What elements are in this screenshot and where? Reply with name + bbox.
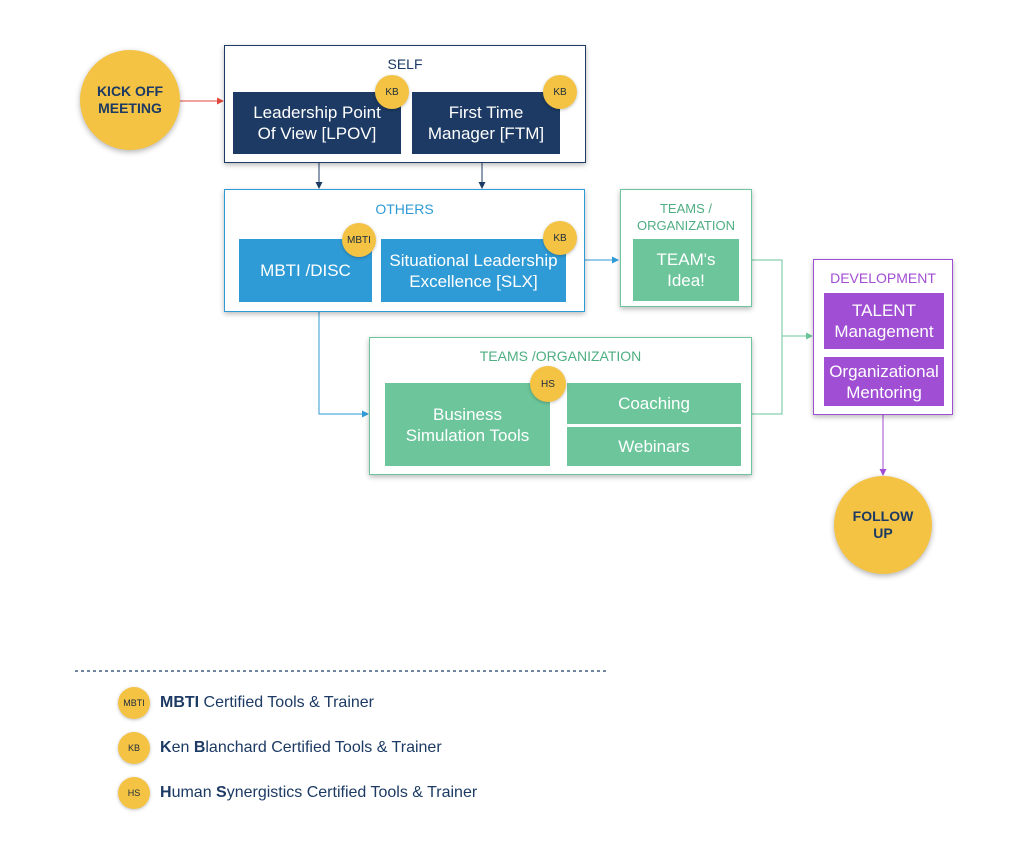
development-title: DEVELOPMENT bbox=[830, 270, 936, 286]
teams-idea-panel: TEAMS / ORGANIZATION TEAM's Idea! bbox=[620, 189, 752, 307]
legend-mbti-badge: MBTI bbox=[118, 687, 150, 719]
business-simulation-box: Business Simulation Tools bbox=[385, 383, 550, 466]
legend-hs-badge: HS bbox=[118, 777, 150, 809]
talent-management-box: TALENT Management bbox=[824, 293, 944, 349]
line-team-idea-to-dev bbox=[752, 259, 783, 336]
hs-badge: HS bbox=[530, 366, 566, 402]
kickoff-meeting-circle: KICK OFF MEETING bbox=[80, 50, 180, 150]
mbti-disc-box: MBTI /DISC bbox=[239, 239, 372, 302]
organizational-mentoring-box: Organizational Mentoring bbox=[824, 357, 944, 406]
legend-kb-text: Ken Blanchard Certified Tools & Trainer bbox=[160, 739, 442, 756]
legend-row-hs: HS Human Synergistics Certified Tools & … bbox=[118, 776, 477, 810]
legend-mbti-text: MBTI Certified Tools & Trainer bbox=[160, 694, 374, 711]
arrow-others-to-teams-org bbox=[318, 312, 369, 418]
ftm-box: First Time Manager [FTM] bbox=[412, 92, 560, 154]
others-title: OTHERS bbox=[375, 201, 434, 217]
legend-hs-text: Human Synergistics Certified Tools & Tra… bbox=[160, 784, 478, 801]
webinars-box: Webinars bbox=[567, 427, 741, 466]
followup-circle: FOLLOW UP bbox=[834, 476, 932, 574]
kb-badge-lpov: KB bbox=[375, 75, 409, 109]
teams-idea-title: TEAMS / ORGANIZATION bbox=[637, 201, 735, 233]
development-panel: DEVELOPMENT TALENT Management Organizati… bbox=[813, 259, 953, 415]
teams-organization-title: TEAMS /ORGANIZATION bbox=[479, 348, 642, 364]
kb-badge-slx: KB bbox=[543, 221, 577, 255]
legend-row-kb: KB Ken Blanchard Certified Tools & Train… bbox=[118, 731, 442, 765]
kb-badge-ftm: KB bbox=[543, 75, 577, 109]
self-title: SELF bbox=[387, 56, 423, 72]
lpov-box: Leadership Point Of View [LPOV] bbox=[233, 92, 401, 154]
team-idea-box: TEAM's Idea! bbox=[633, 239, 739, 301]
self-panel: SELF Leadership Point Of View [LPOV] Fir… bbox=[224, 45, 586, 163]
coaching-box: Coaching bbox=[567, 383, 741, 424]
line-teams-org-to-dev bbox=[752, 336, 783, 415]
legend-row-mbti: MBTI MBTI Certified Tools & Trainer bbox=[118, 686, 374, 720]
mbti-badge: MBTI bbox=[342, 223, 376, 257]
teams-organization-panel: TEAMS /ORGANIZATION Business Simulation … bbox=[369, 337, 752, 475]
slx-box: Situational Leadership Excellence [SLX] bbox=[381, 239, 566, 302]
others-panel: OTHERS MBTI /DISC Situational Leadership… bbox=[224, 189, 585, 312]
legend-kb-badge: KB bbox=[118, 732, 150, 764]
